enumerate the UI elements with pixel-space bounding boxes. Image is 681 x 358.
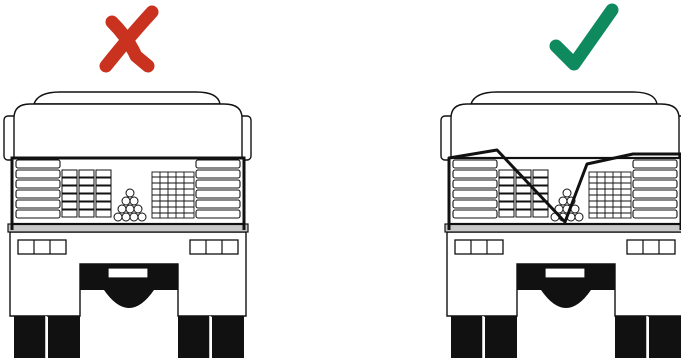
truck-front-incorrect: [4, 92, 251, 358]
correct-panel: [441, 10, 681, 358]
truck-front-correct: [441, 92, 681, 358]
check-mark-icon: [556, 10, 612, 64]
incorrect-panel: [4, 12, 251, 358]
cross-mark-icon: [106, 12, 152, 66]
